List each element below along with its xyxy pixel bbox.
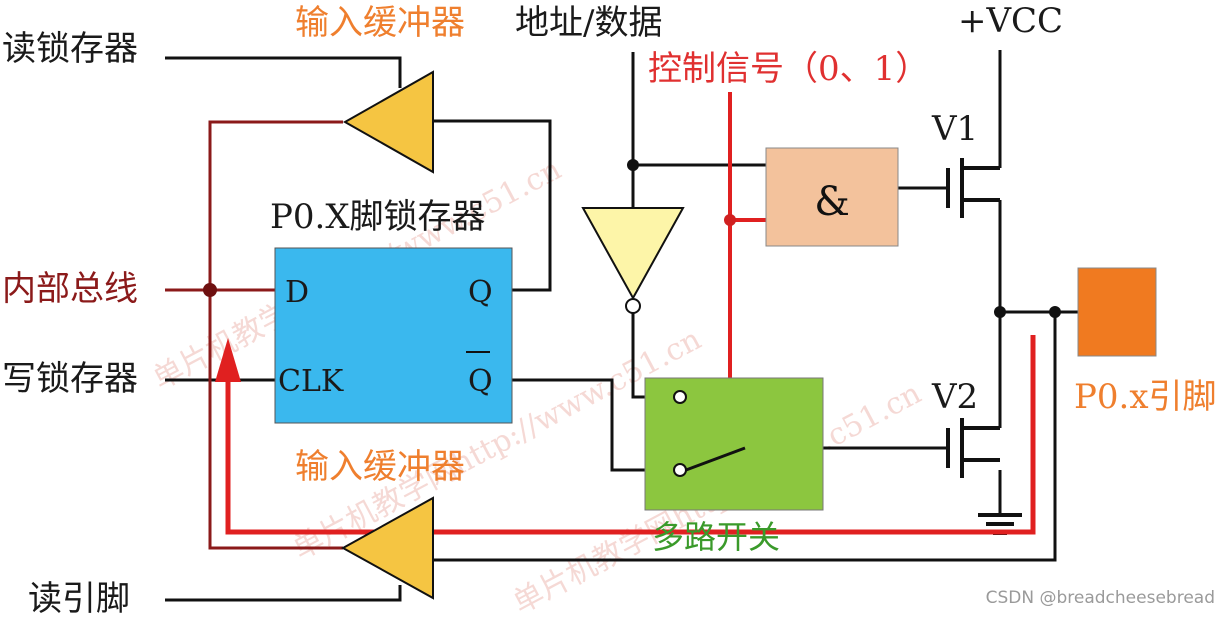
label-v1: V1 — [931, 109, 978, 149]
wire-pin-to-buffer — [433, 312, 1057, 562]
multiplexer-box — [644, 377, 824, 511]
latch-qbar-label: Q — [468, 364, 493, 399]
wire-q-to-buffer — [433, 119, 552, 292]
label-write-latch: 写锁存器 — [2, 359, 138, 399]
junction-dots — [203, 159, 1061, 318]
label-addr-data: 地址/数据 — [515, 3, 662, 43]
inverter — [581, 207, 685, 301]
read-pin-path — [225, 335, 1036, 535]
label-pin: P0.x引脚 — [1074, 377, 1217, 417]
latch-q-label: Q — [468, 275, 493, 310]
junction-control — [724, 214, 736, 226]
input-buffer-bottom — [340, 496, 434, 600]
junction-drain — [994, 306, 1006, 318]
latch-clk-label: CLK — [278, 364, 344, 399]
junction-pin — [1049, 306, 1061, 318]
label-v2: V2 — [931, 377, 978, 417]
inverter-bubble — [625, 298, 641, 314]
label-multiplexer: 多路开关 — [652, 518, 780, 556]
label-input-buffer-bottom: 输入缓冲器 — [295, 447, 465, 487]
credit-text: CSDN @breadcheesebread — [986, 588, 1215, 608]
input-buffer-top — [342, 70, 434, 174]
junction-addr — [627, 159, 639, 171]
label-internal-bus: 内部总线 — [2, 269, 138, 309]
label-latch-title: P0.X脚锁存器 — [270, 197, 486, 237]
internal-bus-wires — [165, 120, 343, 550]
label-read-latch: 读锁存器 — [2, 29, 138, 69]
wire-bus-loop — [208, 120, 343, 550]
junction-bus — [203, 283, 217, 297]
transistor-v2 — [946, 418, 1000, 478]
and-symbol: & — [814, 179, 850, 225]
mux-input-upper — [673, 390, 687, 404]
latch-d-label: D — [285, 275, 309, 310]
and-gate — [765, 147, 899, 247]
read-path-arrow-icon — [215, 338, 241, 382]
p0-pin-block — [1077, 267, 1157, 357]
wire-read-latch — [165, 56, 402, 88]
mux-switch-arm — [685, 446, 746, 472]
label-input-buffer-top: 输入缓冲器 — [295, 3, 465, 43]
wire-read-pin — [165, 585, 402, 602]
label-read-pin: 读引脚 — [28, 579, 130, 614]
label-vcc: +VCC — [958, 1, 1063, 41]
transistor-v1 — [946, 158, 1000, 218]
p0-latch-box — [274, 247, 513, 424]
mux-input-lower — [673, 463, 687, 477]
label-control-signal: 控制信号（0、1） — [648, 49, 929, 89]
